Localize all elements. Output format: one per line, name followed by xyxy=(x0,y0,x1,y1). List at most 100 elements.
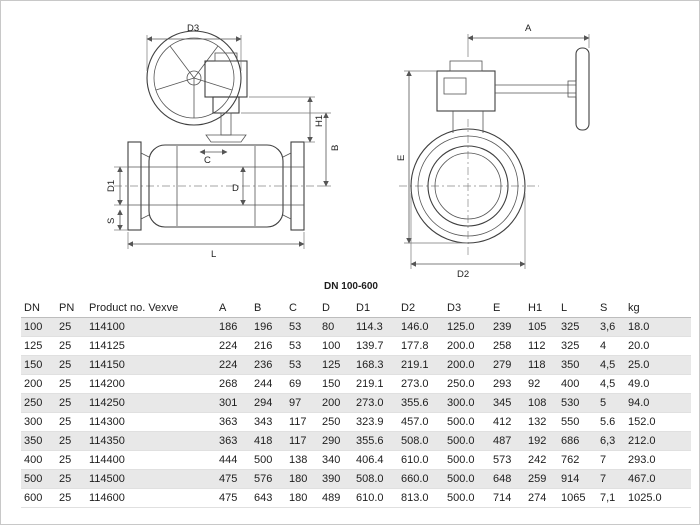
table-cell: 355.6 xyxy=(401,397,429,409)
table-cell: 500.0 xyxy=(447,416,475,428)
table-header-cell: S xyxy=(597,298,625,318)
table-cell: 196 xyxy=(254,321,273,333)
table-cell: 125 xyxy=(24,340,43,352)
dimension-l: L xyxy=(127,232,305,260)
table-cell: 400 xyxy=(561,378,580,390)
dimension-d2: D2 xyxy=(410,193,526,280)
table-cell: 325 xyxy=(561,321,580,333)
table-cell: 390 xyxy=(322,473,341,485)
table-cell: 25 xyxy=(59,454,72,466)
table-cell: 467.0 xyxy=(628,473,656,485)
table-cell: 475 xyxy=(219,492,238,504)
table-cell: 4 xyxy=(600,340,607,352)
table-cell: 500 xyxy=(24,473,43,485)
gearbox-side xyxy=(204,52,248,143)
table-cell: 100 xyxy=(322,340,341,352)
table-cell: 100 xyxy=(24,321,43,333)
dim-label-d2: D2 xyxy=(457,269,469,280)
table-cell: 4,5 xyxy=(600,378,616,390)
table-cell: 200.0 xyxy=(447,340,475,352)
table-header-cell: E xyxy=(490,298,525,318)
table-cell: 200 xyxy=(24,378,43,390)
table-cell: 224 xyxy=(219,359,238,371)
table-header-cell: DN xyxy=(21,298,56,318)
table-cell: 105 xyxy=(528,321,547,333)
table-cell: 573 xyxy=(493,454,512,466)
table-cell: 300.0 xyxy=(447,397,475,409)
dimension-e: E xyxy=(396,70,468,244)
table-cell: 610.0 xyxy=(401,454,429,466)
table-cell: 242 xyxy=(528,454,547,466)
table-cell: 92 xyxy=(528,378,541,390)
table-cell: 508.0 xyxy=(356,473,384,485)
table-cell: 250 xyxy=(322,416,341,428)
drawing-caption: DN 100-600 xyxy=(324,281,378,292)
table-cell: 53 xyxy=(289,340,302,352)
handwheel-edge xyxy=(495,47,590,131)
dim-label-d: D xyxy=(232,183,239,194)
dim-label-h1: H1 xyxy=(314,115,325,127)
table-cell: 400 xyxy=(24,454,43,466)
table-header-cell: L xyxy=(558,298,597,318)
side-view-drawing: D3 C D D1 S xyxy=(106,23,341,260)
table-cell: 3,6 xyxy=(600,321,616,333)
table-cell: 219.1 xyxy=(356,378,384,390)
table-cell: 1025.0 xyxy=(628,492,662,504)
gearbox-front xyxy=(436,60,496,133)
table-cell: 600 xyxy=(24,492,43,504)
table-cell: 363 xyxy=(219,435,238,447)
table-cell: 18.0 xyxy=(628,321,650,333)
table-cell: 444 xyxy=(219,454,238,466)
table-header-cell: H1 xyxy=(525,298,558,318)
table-cell: 258 xyxy=(493,340,512,352)
table-cell: 168.3 xyxy=(356,359,384,371)
table-cell: 117 xyxy=(289,435,307,447)
table-header-cell: D3 xyxy=(444,298,490,318)
table-cell: 150 xyxy=(322,378,341,390)
table-cell: 180 xyxy=(289,492,308,504)
table-header-cell: A xyxy=(216,298,251,318)
table-cell: 49.0 xyxy=(628,378,650,390)
table-cell: 576 xyxy=(254,473,273,485)
dim-label-e: E xyxy=(396,155,407,161)
table-cell: 80 xyxy=(322,321,335,333)
table-cell: 25 xyxy=(59,340,72,352)
table-cell: 301 xyxy=(219,397,238,409)
table-cell: 117 xyxy=(289,416,307,428)
dim-label-d1: D1 xyxy=(106,180,117,192)
table-cell: 273.0 xyxy=(401,378,429,390)
table-cell: 714 xyxy=(493,492,512,504)
table-cell: 212.0 xyxy=(628,435,656,447)
table-cell: 550 xyxy=(561,416,580,428)
table-cell: 279 xyxy=(493,359,512,371)
table-cell: 530 xyxy=(561,397,580,409)
table-cell: 53 xyxy=(289,359,302,371)
dimension-a: A xyxy=(467,23,590,57)
dimension-b: B xyxy=(241,112,341,187)
table-cell: 268 xyxy=(219,378,238,390)
table-cell: 20.0 xyxy=(628,340,650,352)
table-cell: 259 xyxy=(528,473,547,485)
table-cell: 150 xyxy=(24,359,43,371)
dimension-d: D xyxy=(232,166,246,206)
table-cell: 118 xyxy=(528,359,546,371)
table-cell: 457.0 xyxy=(401,416,429,428)
table-cell: 325 xyxy=(561,340,580,352)
table-cell: 5 xyxy=(600,397,607,409)
table-cell: 25 xyxy=(59,397,72,409)
table-header-cell: C xyxy=(286,298,319,318)
table-cell: 25.0 xyxy=(628,359,650,371)
valve-body-side xyxy=(114,141,318,231)
table-cell: 250 xyxy=(24,397,43,409)
table-cell: 500 xyxy=(254,454,273,466)
table-cell: 500.0 xyxy=(447,435,475,447)
table-cell: 274 xyxy=(528,492,547,504)
table-cell: 94.0 xyxy=(628,397,650,409)
table-cell: 69 xyxy=(289,378,302,390)
